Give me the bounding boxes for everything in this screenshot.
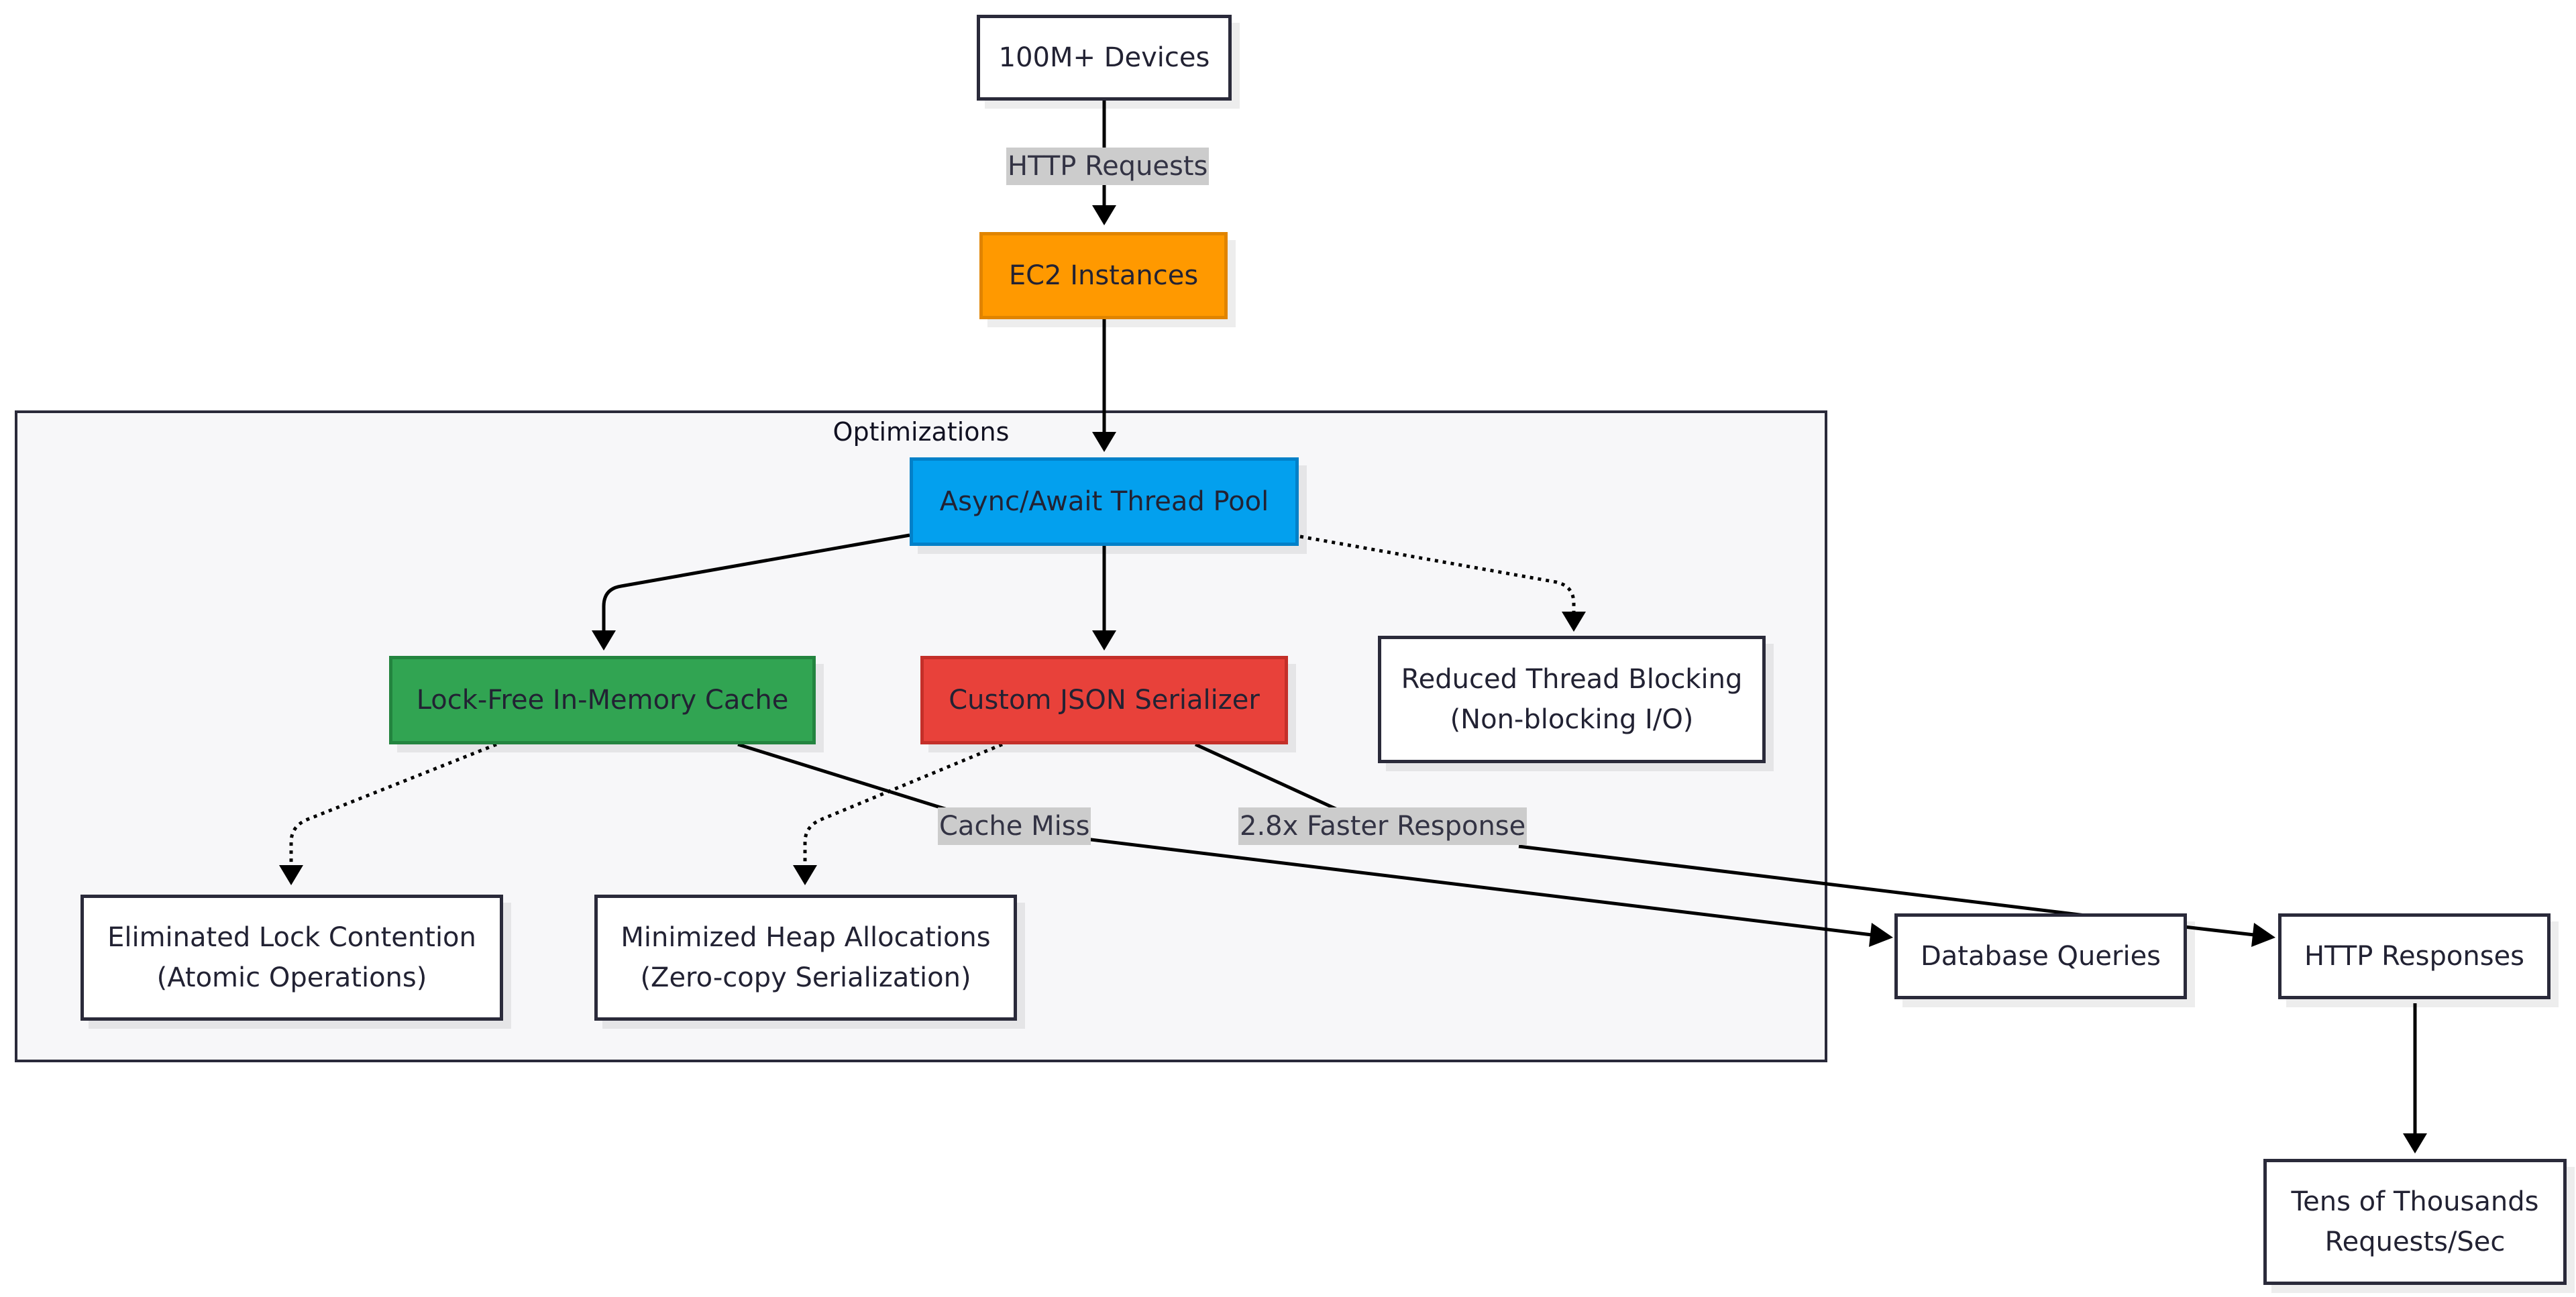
devices-node: 100M+ Devices [977,15,1232,101]
http-responses-node: HTTP Responses [2278,913,2551,999]
http-requests-label: HTTP Requests [1006,148,1210,185]
arrowhead [1092,630,1116,651]
lock-free-cache-node: Lock-Free In-Memory Cache [389,656,816,744]
edge-json-heap [803,742,1003,865]
arrowhead [2251,923,2275,947]
lock-contention-node: Eliminated Lock Contention (Atomic Opera… [80,895,503,1021]
reduced-thread-blocking-node: Reduced Thread Blocking (Non-blocking I/… [1378,636,1766,763]
throughput-node: Tens of Thousands Requests/Sec [2263,1159,2567,1285]
edge-cache-db [737,742,1872,937]
arrowhead [793,865,817,885]
arrowhead [1562,612,1586,632]
edge-threadpool-cache [602,533,910,630]
cache-miss-label: Cache Miss [938,807,1091,845]
cluster-title: Optimizations [833,417,1010,447]
arrowhead [1869,923,1893,947]
faster-response-label: 2.8x Faster Response [1238,807,1527,845]
heap-allocations-node: Minimized Heap Allocations (Zero-copy Se… [594,895,1017,1021]
arrowhead [2403,1133,2427,1153]
ec2-instances-node: EC2 Instances [979,232,1228,319]
database-queries-node: Database Queries [1894,913,2187,999]
thread-pool-node: Async/Await Thread Pool [910,457,1299,546]
edge-threadpool-reduced [1299,534,1576,612]
json-serializer-node: Custom JSON Serializer [920,656,1288,744]
arrowhead [1092,432,1116,452]
arrowhead [279,865,303,885]
arrowhead [1092,205,1116,225]
edge-cache-contention [289,742,497,865]
arrowhead [592,630,616,651]
